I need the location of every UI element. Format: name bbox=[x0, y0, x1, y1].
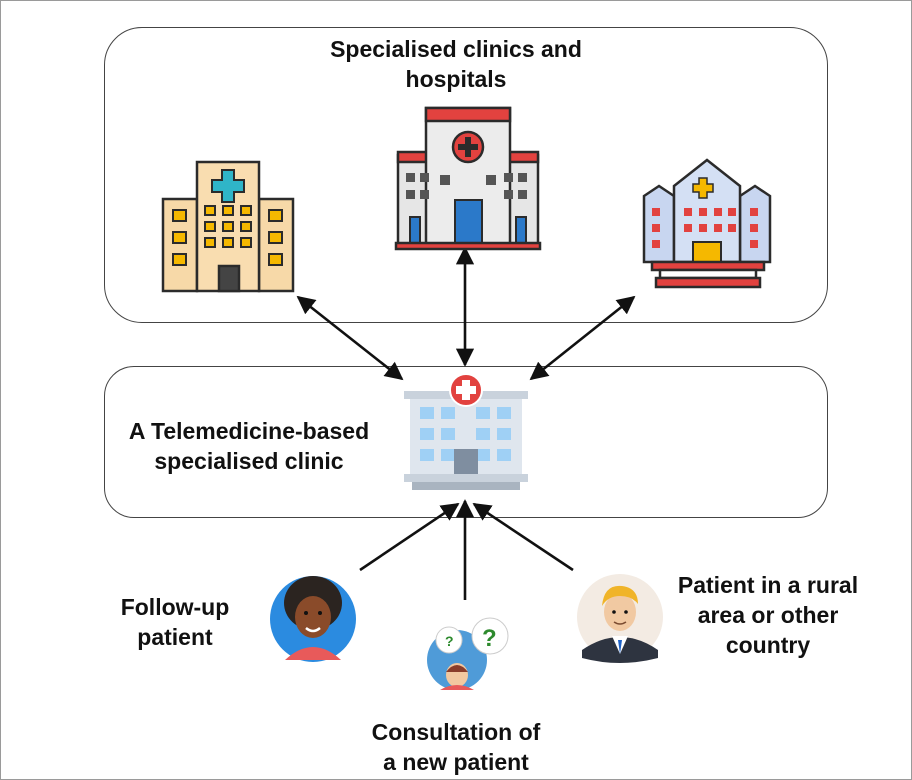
label-line: hospitals bbox=[405, 66, 507, 92]
label-line: Consultation of bbox=[371, 719, 541, 745]
arrow-hospital-left bbox=[296, 295, 404, 381]
label-line: Follow-up bbox=[120, 594, 230, 620]
label-line: country bbox=[725, 632, 811, 658]
label-line: Specialised clinics and bbox=[330, 36, 582, 62]
woman-avatar-icon bbox=[270, 576, 356, 662]
medical-center-icon bbox=[642, 158, 772, 289]
svg-text:?: ? bbox=[445, 633, 454, 649]
businessman-avatar-icon bbox=[577, 574, 663, 663]
label-line: a new patient bbox=[383, 749, 529, 775]
follow-up-patient-label: Follow-up patient bbox=[100, 592, 250, 652]
label-line: A Telemedicine-based bbox=[128, 418, 370, 444]
arrow-rural bbox=[472, 502, 574, 572]
specialised-hospitals-label: Specialised clinics and hospitals bbox=[0, 34, 912, 94]
svg-text:?: ? bbox=[482, 625, 497, 652]
rural-patient-label: Patient in a rural area or other country bbox=[668, 570, 868, 660]
new-patient-label: Consultation of a new patient bbox=[326, 717, 586, 777]
telemedicine-clinic-label: A Telemedicine-based specialised clinic bbox=[114, 416, 384, 476]
arrow-follow-up bbox=[359, 502, 460, 572]
label-line: area or other bbox=[697, 602, 839, 628]
label-line: specialised clinic bbox=[154, 448, 344, 474]
questioning-girl-icon: ? ? bbox=[427, 617, 509, 690]
label-line: Patient in a rural bbox=[677, 572, 859, 598]
telemedicine-clinic-icon bbox=[404, 373, 528, 490]
hospital-building-icon bbox=[161, 160, 295, 293]
label-line: patient bbox=[137, 624, 213, 650]
hospital-icon bbox=[394, 106, 542, 251]
arrow-hospital-right bbox=[529, 295, 636, 381]
